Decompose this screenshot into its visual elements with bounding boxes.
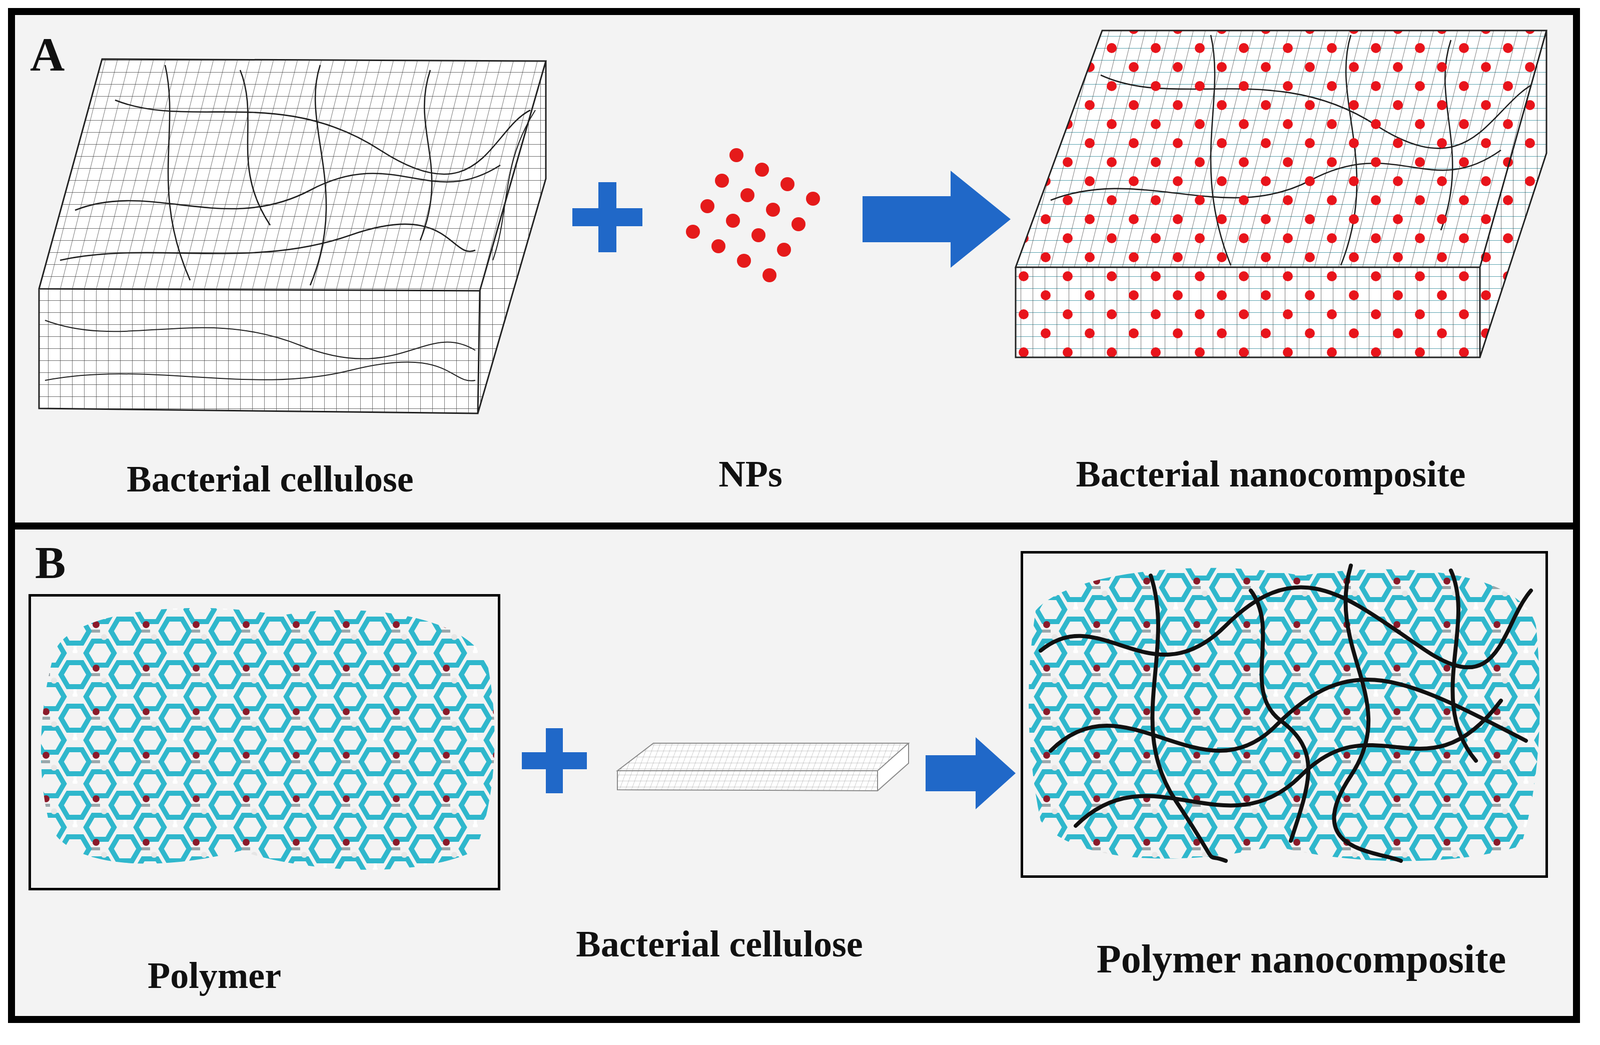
nanocomposite-slab xyxy=(1015,30,1547,358)
panel-letter: A xyxy=(30,28,65,82)
polymer-molecules-ground xyxy=(30,595,501,891)
structure-label: Polymer nanocomposite xyxy=(1096,936,1506,981)
structure-box: Polymer nanocomposite xyxy=(1020,550,1548,878)
plus-sign xyxy=(521,727,587,793)
reaction-arrow xyxy=(925,736,1016,810)
structure-label: Polymer xyxy=(147,955,282,996)
reaction-arrow xyxy=(862,170,1011,268)
cellulose-fibers xyxy=(1040,565,1531,861)
cellulose-slab xyxy=(39,59,546,414)
nanoparticles xyxy=(685,148,821,283)
panel-letter: B xyxy=(35,537,66,588)
cellulose-film xyxy=(617,742,909,791)
part-label: Bacterial cellulose xyxy=(575,923,863,965)
part-label: Bacterial cellulose xyxy=(126,458,414,500)
panel: A xyxy=(8,8,1580,530)
polymer-molecules xyxy=(30,595,501,891)
part-label: Bacterial nanocomposite xyxy=(1076,453,1466,495)
part-label: NPs xyxy=(718,453,782,495)
plus-sign xyxy=(572,182,643,253)
panel-ground xyxy=(8,8,1580,1023)
nanocomposite-molecules xyxy=(1025,555,1546,876)
structure-box: Polymer xyxy=(28,593,501,891)
